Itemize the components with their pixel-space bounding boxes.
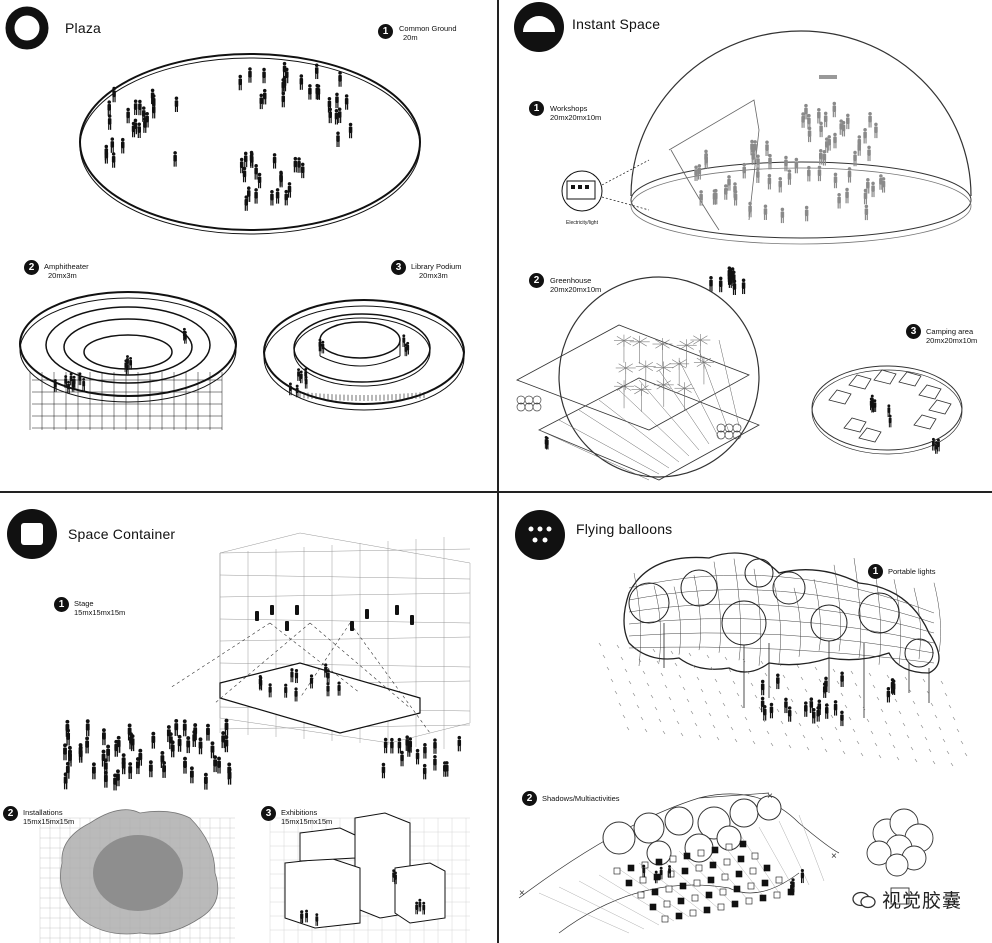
item-badge: 1: [54, 597, 69, 612]
dots-logo-icon: [515, 510, 565, 560]
plaza-drawing: [5, 6, 465, 430]
item-name: Library Podium: [411, 262, 462, 271]
item-badge: 2: [3, 806, 18, 821]
item-size: 20mx3m: [48, 271, 77, 280]
balloon-canopy: [623, 552, 941, 718]
watermark: 视觉胶囊: [852, 886, 962, 913]
vertical-divider: [497, 0, 499, 943]
item-name: Installations: [23, 808, 63, 817]
item-badge: 1: [529, 101, 544, 116]
item-name: Amphitheater: [44, 262, 89, 271]
camping-area-drawing: [811, 365, 963, 455]
item-badge: 2: [522, 791, 537, 806]
item-size: 15mx15mx15m: [23, 817, 75, 826]
panel-title-flying-balloons: Flying balloons: [576, 521, 673, 537]
shadows-drawing: [518, 792, 934, 934]
watermark-text: 视觉胶囊: [881, 891, 962, 912]
ring-logo-icon: [5, 6, 49, 50]
item-label: Greenhouse 20mx20mx10m: [550, 276, 601, 294]
library-podium-drawing: [263, 299, 465, 411]
item-label: Library Podium 20mx3m: [411, 262, 461, 280]
item-name: Portable lights: [888, 567, 936, 576]
svg-text:×: ×: [767, 791, 773, 802]
instant-space-drawing: [514, 2, 972, 481]
item-label: Portable lights: [888, 567, 936, 576]
item-name: Greenhouse: [550, 276, 592, 285]
panel-plaza: Plaza 1 Common Ground 20m 2 Amphitheater…: [0, 0, 497, 491]
stage-platform: [219, 662, 421, 734]
item-size: 20mx20mx10m: [550, 113, 602, 122]
chat-bubble-icon: [852, 891, 876, 908]
item-badge: 3: [906, 324, 921, 339]
item-label: Amphitheater 20mx3m: [44, 262, 89, 280]
electricity-box-icon: [561, 159, 650, 212]
svg-text:×: ×: [519, 888, 525, 899]
plaza-crowd: [104, 61, 353, 211]
item-size: 15mx15mx15m: [281, 817, 333, 826]
panel-flying-balloons: × × × Flying balloons 1 Portable lights …: [499, 493, 992, 943]
item-badge: 3: [391, 260, 406, 275]
item-name: Common Ground: [399, 24, 457, 33]
flying-balloons-drawing: × × ×: [515, 510, 968, 934]
panel-title-plaza: Plaza: [65, 20, 102, 36]
svg-text:×: ×: [831, 851, 837, 862]
item-badge: 2: [529, 273, 544, 288]
horizontal-divider: [0, 491, 992, 493]
item-badge: 1: [378, 24, 393, 39]
item-label: Exhibitions 15mx15mx15m: [281, 808, 332, 826]
item-name: Exhibitions: [281, 808, 318, 817]
workshop-dome: [630, 30, 972, 245]
panel-instant-space: Instant Space 1 Workshops 20mx20mx10m El…: [499, 0, 992, 491]
item-size: 20mx3m: [419, 271, 448, 280]
item-name: Stage: [74, 599, 94, 608]
item-size: 15mx15mx15m: [74, 608, 126, 617]
item-name: Camping area: [926, 327, 974, 336]
panel-space-container: Space Container 1 Stage 15mx15mx15m 2 In…: [0, 493, 497, 943]
item-label: Shadows/Multiactivities: [542, 794, 620, 803]
exhibitions-drawing: [269, 812, 470, 943]
item-size: 20mx20mx10m: [926, 336, 978, 345]
installations-drawing: [39, 809, 235, 943]
common-ground-edge: [79, 57, 421, 235]
item-label: Workshops 20mx20mx10m: [550, 104, 601, 122]
item-label: Stage 15mx15mx15m: [74, 599, 125, 617]
item-label: Installations 15mx15mx15m: [23, 808, 74, 826]
panel-title-instant-space: Instant Space: [572, 16, 661, 32]
item-name: Shadows/Multiactivities: [542, 794, 620, 803]
item-label: Camping area 20mx20mx10m: [926, 327, 977, 345]
item-size: 20mx20mx10m: [550, 285, 602, 294]
item-badge: 1: [868, 564, 883, 579]
panel-title-space-container: Space Container: [68, 526, 176, 542]
electricity-label: Electricity/light: [566, 220, 598, 226]
greenhouse-drawing: [516, 276, 760, 481]
item-label: Common Ground 20m: [399, 24, 457, 42]
item-name: Workshops: [550, 104, 588, 113]
item-badge: 3: [261, 806, 276, 821]
item-size: 20m: [403, 33, 418, 42]
common-ground-disc: [79, 53, 421, 231]
item-badge: 2: [24, 260, 39, 275]
space-container-drawing: [7, 509, 471, 943]
